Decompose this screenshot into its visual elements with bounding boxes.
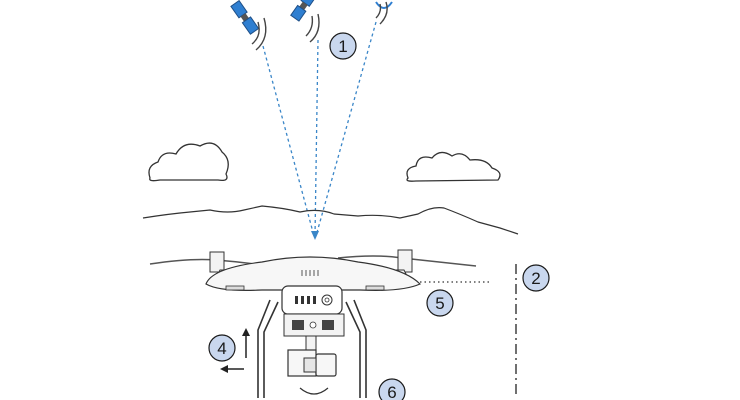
- satellite-icon: [290, 0, 317, 22]
- mountain-horizon: [142, 205, 519, 235]
- arrow-left-icon: [220, 365, 244, 373]
- badge-6: 6: [378, 378, 406, 400]
- cloud-icon: [406, 151, 501, 182]
- gimbal-camera-icon: [287, 335, 337, 395]
- svg-text:4: 4: [217, 339, 226, 358]
- svg-text:1: 1: [338, 37, 347, 56]
- satellite-icon: [230, 0, 260, 35]
- badge-5: 5: [426, 289, 454, 317]
- drone-icon: [149, 249, 477, 398]
- cloud-icon: [148, 142, 229, 182]
- signal-lines: [262, 21, 377, 237]
- svg-text:5: 5: [435, 294, 444, 313]
- badge-2: 2: [522, 264, 550, 292]
- svg-text:2: 2: [531, 269, 540, 288]
- arrow-down-icon: [311, 231, 319, 240]
- arrow-up-icon: [242, 328, 250, 358]
- badge-1: 1: [329, 32, 357, 60]
- svg-text:6: 6: [387, 383, 396, 400]
- signal-waves: [251, 1, 388, 51]
- badge-4: 4: [208, 334, 236, 362]
- satellite-icon: [375, 1, 393, 9]
